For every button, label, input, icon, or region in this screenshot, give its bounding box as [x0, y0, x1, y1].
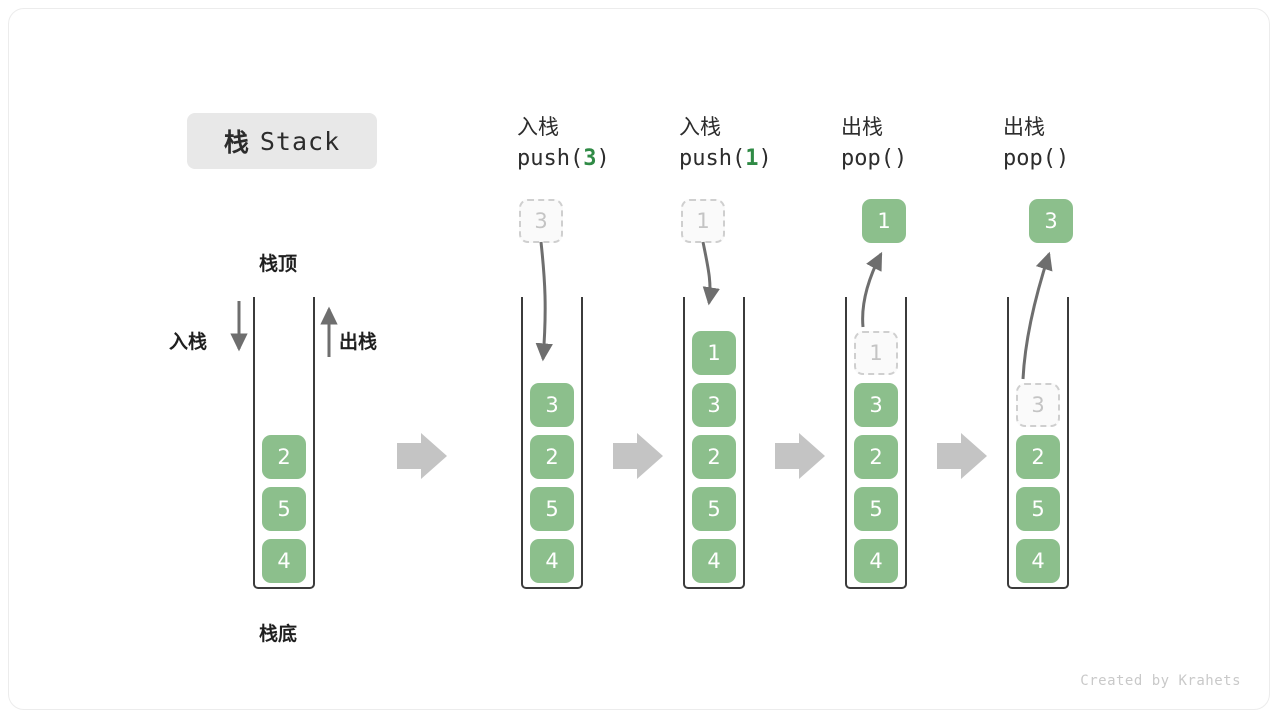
stack-cell: 2 — [530, 435, 574, 479]
code-post: ) — [758, 146, 772, 171]
code-pre: push( — [679, 146, 746, 171]
floating-element-value: 3 — [534, 209, 548, 233]
stack-cell: 5 — [1016, 487, 1060, 531]
stack-cells: 3 2 5 4 — [1009, 383, 1067, 583]
stack-cell: 4 — [262, 539, 306, 583]
floating-element-value: 3 — [1044, 209, 1058, 233]
diagram-card: 栈 Stack 栈顶 栈底 入栈 出栈 入栈 push(3) 入栈 push(1… — [8, 8, 1270, 710]
step-arrow-3 — [937, 433, 987, 479]
step-arrow-2 — [775, 433, 825, 479]
stack-pop-3: 3 2 5 4 — [1007, 297, 1069, 589]
stack-cell: 3 — [854, 383, 898, 427]
floating-element-value: 1 — [696, 209, 710, 233]
stack-cell: 4 — [692, 539, 736, 583]
stack-bottom-label: 栈底 — [259, 624, 298, 645]
stack-cell: 1 — [692, 331, 736, 375]
stack-cell: 4 — [854, 539, 898, 583]
step-header-code: pop() — [1003, 143, 1153, 175]
push-direction-label: 入栈 — [169, 332, 208, 353]
footer-credit: Created by Krahets — [1080, 673, 1241, 689]
stack-cell: 2 — [692, 435, 736, 479]
floating-element-pop-3: 3 — [1029, 199, 1073, 243]
code-arg: 1 — [745, 146, 759, 171]
code-arg: 3 — [583, 146, 597, 171]
code-pre: push( — [517, 146, 584, 171]
code-post: ) — [1055, 146, 1070, 171]
step-header-cn: 出栈 — [841, 116, 883, 139]
stack-cell: 2 — [262, 435, 306, 479]
stack-pop-1: 1 3 2 5 4 — [845, 297, 907, 589]
step-arrow-0 — [397, 433, 447, 479]
stack-cell: 3 — [692, 383, 736, 427]
stack-cells: 3 2 5 4 — [523, 383, 581, 583]
step-header-cn: 入栈 — [517, 116, 559, 139]
floating-element-push-3: 3 — [519, 199, 563, 243]
stack-cell: 2 — [1016, 435, 1060, 479]
diagram-title: 栈 Stack — [187, 113, 377, 169]
stack-cell: 5 — [854, 487, 898, 531]
code-post: ) — [893, 146, 908, 171]
step-header-code: push(3) — [517, 143, 667, 175]
title-en: Stack — [259, 126, 341, 156]
step-arrow-1 — [613, 433, 663, 479]
step-header-push-3: 入栈 push(3) — [517, 113, 667, 175]
stack-after-push-1: 1 3 2 5 4 — [683, 297, 745, 589]
stack-after-push-3: 3 2 5 4 — [521, 297, 583, 589]
step-header-code: pop() — [841, 143, 991, 175]
step-header-code: push(1) — [679, 143, 829, 175]
floating-element-pop-1: 1 — [862, 199, 906, 243]
diagram-canvas: 栈 Stack 栈顶 栈底 入栈 出栈 入栈 push(3) 入栈 push(1… — [9, 9, 1269, 709]
stack-cell: 5 — [262, 487, 306, 531]
stack-cell: 3 — [530, 383, 574, 427]
stack-cell: 4 — [530, 539, 574, 583]
stack-cell: 5 — [530, 487, 574, 531]
floating-element-value: 1 — [877, 209, 891, 233]
step-header-push-1: 入栈 push(1) — [679, 113, 829, 175]
title-cn: 栈 — [223, 129, 250, 157]
step-header-pop-3: 出栈 pop() — [1003, 113, 1153, 175]
stack-initial: 2 5 4 — [253, 297, 315, 589]
stack-cell-ghost: 1 — [854, 331, 898, 375]
step-header-cn: 出栈 — [1003, 116, 1045, 139]
code-pre: pop( — [1003, 146, 1056, 171]
stack-cells: 2 5 4 — [255, 435, 313, 583]
stack-cells: 1 3 2 5 4 — [847, 331, 905, 583]
code-post: ) — [596, 146, 610, 171]
stack-top-label: 栈顶 — [259, 254, 298, 275]
stack-cells: 1 3 2 5 4 — [685, 331, 743, 583]
step-header-cn: 入栈 — [679, 116, 721, 139]
stack-cell: 5 — [692, 487, 736, 531]
floating-element-push-1: 1 — [681, 199, 725, 243]
pop-direction-label: 出栈 — [339, 332, 378, 353]
stack-cell: 2 — [854, 435, 898, 479]
code-pre: pop( — [841, 146, 894, 171]
stack-cell: 4 — [1016, 539, 1060, 583]
stack-cell-ghost: 3 — [1016, 383, 1060, 427]
step-header-pop-1: 出栈 pop() — [841, 113, 991, 175]
push-1-flow-arrow-icon — [701, 241, 720, 306]
